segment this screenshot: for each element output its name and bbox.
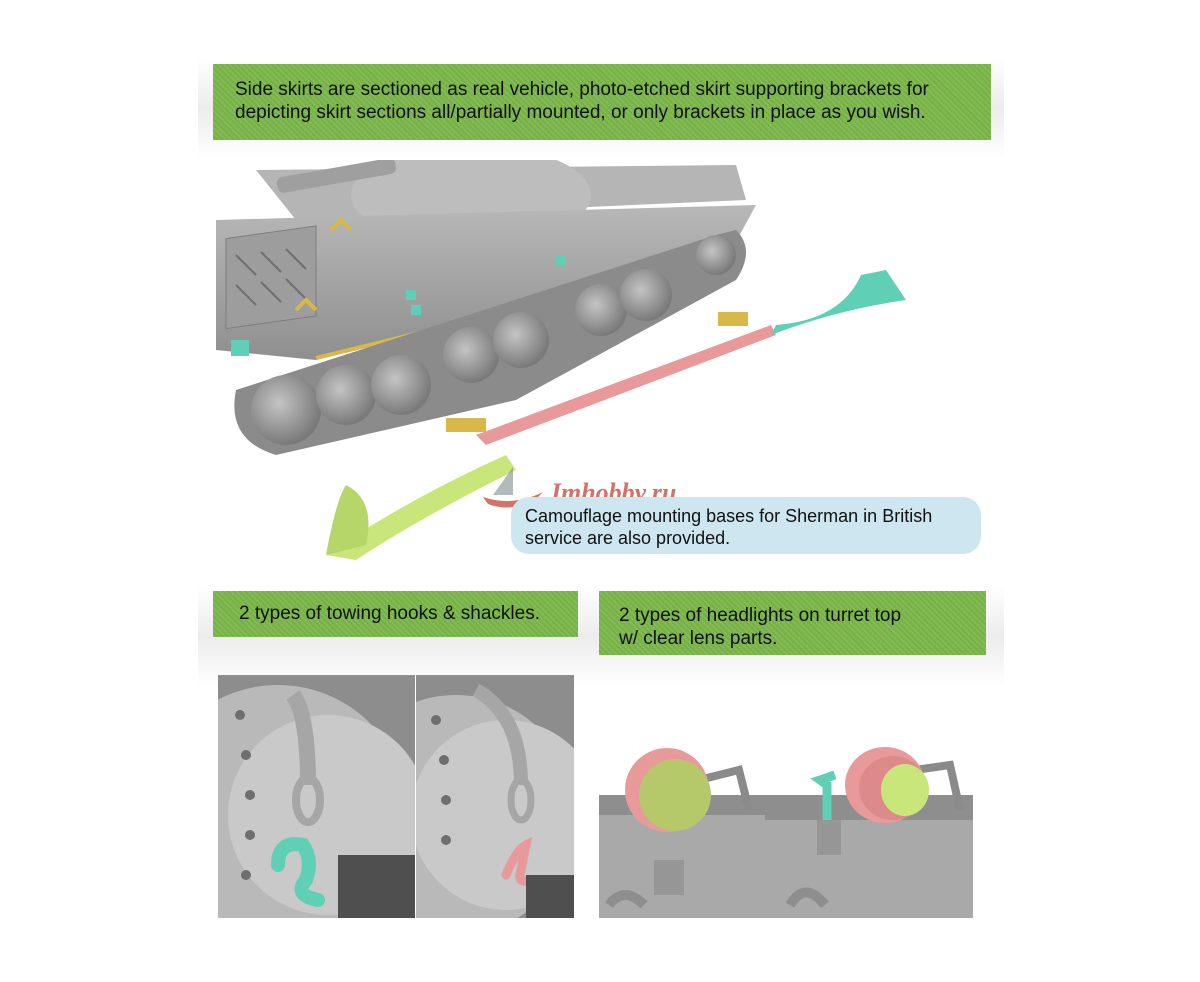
headlights-banner-line1: 2 types of headlights on turret top xyxy=(619,605,902,626)
etch-bracket-2 xyxy=(718,312,748,326)
road-wheels xyxy=(251,235,736,445)
pink-skirt-section xyxy=(476,325,776,445)
skirts-banner: Side skirts are sectioned as real vehicl… xyxy=(213,64,991,140)
headlight-render-1 xyxy=(599,700,765,918)
callout-line2: service are also provided. xyxy=(525,528,731,548)
pink-shackle xyxy=(501,836,536,886)
etch-bracket-1 xyxy=(446,418,486,432)
towing-hook-render-1 xyxy=(218,675,415,918)
front-plate xyxy=(225,225,317,330)
lime-lens xyxy=(639,759,711,831)
hull-side xyxy=(216,205,756,360)
pink-headlight-ribbed xyxy=(845,747,929,823)
teal-brackets xyxy=(231,255,566,356)
teal-mounting-base xyxy=(771,270,906,335)
skirts-banner-line1: Side skirts are sectioned as real vehicl… xyxy=(235,79,929,100)
callout-line1: Camouflage mounting bases for Sherman in… xyxy=(525,506,933,526)
towing-hook-render-2 xyxy=(416,675,574,918)
headlights-banner-line2: w/ clear lens parts. xyxy=(619,628,778,649)
hooks-banner: 2 types of towing hooks & shackles. xyxy=(213,591,578,637)
tank-side-skirts-render xyxy=(216,160,916,570)
lime-mounting-base xyxy=(326,455,516,560)
hooks-banner-text: 2 types of towing hooks & shackles. xyxy=(239,603,540,624)
teal-headlight-bracket xyxy=(810,770,837,820)
headlights-banner: 2 types of headlights on turret top w/ c… xyxy=(599,591,986,655)
camouflage-callout: Camouflage mounting bases for Sherman in… xyxy=(511,497,981,554)
headlight-render-2 xyxy=(765,740,973,918)
skirts-banner-line2: depicting skirt sections all/partially m… xyxy=(235,102,926,123)
teal-tow-hook xyxy=(271,837,325,907)
